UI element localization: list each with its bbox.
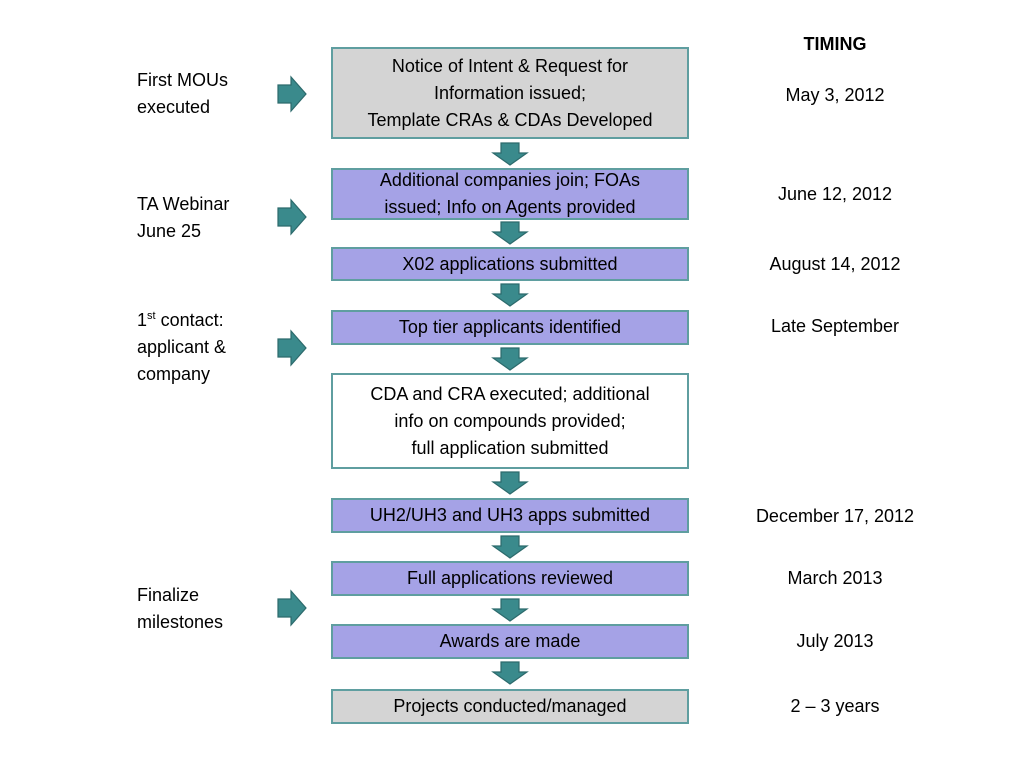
note-ta-webinar: TA Webinar June 25 xyxy=(137,194,230,241)
step-label: Awards are made xyxy=(439,631,581,651)
note-first-contact-line1: 1st contact: xyxy=(137,307,226,334)
step-label: Notice of Intent & Request for Informati… xyxy=(367,55,653,130)
note-first-contact-ordinal: 1 xyxy=(137,310,148,330)
note-first-contact-superscript: st xyxy=(147,310,156,322)
step-label: Additional companies join; FOAs issued; … xyxy=(379,170,641,217)
step-uh2-uh3-apps: UH2/UH3 and UH3 apps submitted xyxy=(331,498,689,533)
down-arrow-icon xyxy=(491,221,529,245)
timing-step-9: 2 – 3 years xyxy=(790,696,880,716)
note-first-contact-rest: contact: xyxy=(155,310,224,330)
step-notice-of-intent: Notice of Intent & Request for Informati… xyxy=(331,47,689,139)
down-arrow-icon xyxy=(491,661,529,685)
step-full-applications-reviewed: Full applications reviewed xyxy=(331,561,689,596)
right-arrow-icon xyxy=(277,329,307,367)
down-arrow-icon xyxy=(491,347,529,371)
timing-step-4: Late September xyxy=(770,316,900,336)
timing-step-7: March 2013 xyxy=(787,568,883,588)
right-arrow-icon xyxy=(277,589,307,627)
down-arrow-icon xyxy=(491,598,529,622)
step-label: X02 applications submitted xyxy=(402,253,618,274)
step-label: Top tier applicants identified xyxy=(398,317,622,337)
step-top-tier-applicants: Top tier applicants identified xyxy=(331,310,689,345)
step-label: Full applications reviewed xyxy=(406,568,614,588)
right-arrow-icon xyxy=(277,198,307,236)
note-first-contact-lines: applicant & company xyxy=(137,337,227,384)
timing-header: TIMING xyxy=(803,34,867,54)
down-arrow-icon xyxy=(491,471,529,495)
note-first-mous: First MOUs executed xyxy=(137,70,228,117)
step-projects-conducted: Projects conducted/managed xyxy=(331,689,689,724)
down-arrow-icon xyxy=(491,535,529,559)
step-label: Projects conducted/managed xyxy=(393,696,627,716)
step-x02-applications: X02 applications submitted xyxy=(331,247,689,281)
timing-step-2: June 12, 2012 xyxy=(777,184,893,204)
step-cda-cra-executed: CDA and CRA executed; additional info on… xyxy=(331,373,689,469)
step-awards-made: Awards are made xyxy=(331,624,689,659)
step-label: CDA and CRA executed; additional info on… xyxy=(370,383,650,458)
note-finalize-milestones: Finalize milestones xyxy=(137,585,224,632)
step-additional-companies: Additional companies join; FOAs issued; … xyxy=(331,168,689,220)
down-arrow-icon xyxy=(491,142,529,166)
step-label: UH2/UH3 and UH3 apps submitted xyxy=(369,505,651,525)
timing-step-8: July 2013 xyxy=(796,631,874,651)
timing-step-1: May 3, 2012 xyxy=(785,85,885,105)
right-arrow-icon xyxy=(277,75,307,113)
down-arrow-icon xyxy=(491,283,529,307)
timing-step-3: August 14, 2012 xyxy=(769,254,901,274)
note-first-contact: 1st contact: applicant & company xyxy=(137,307,226,388)
timing-step-6: December 17, 2012 xyxy=(755,506,915,526)
